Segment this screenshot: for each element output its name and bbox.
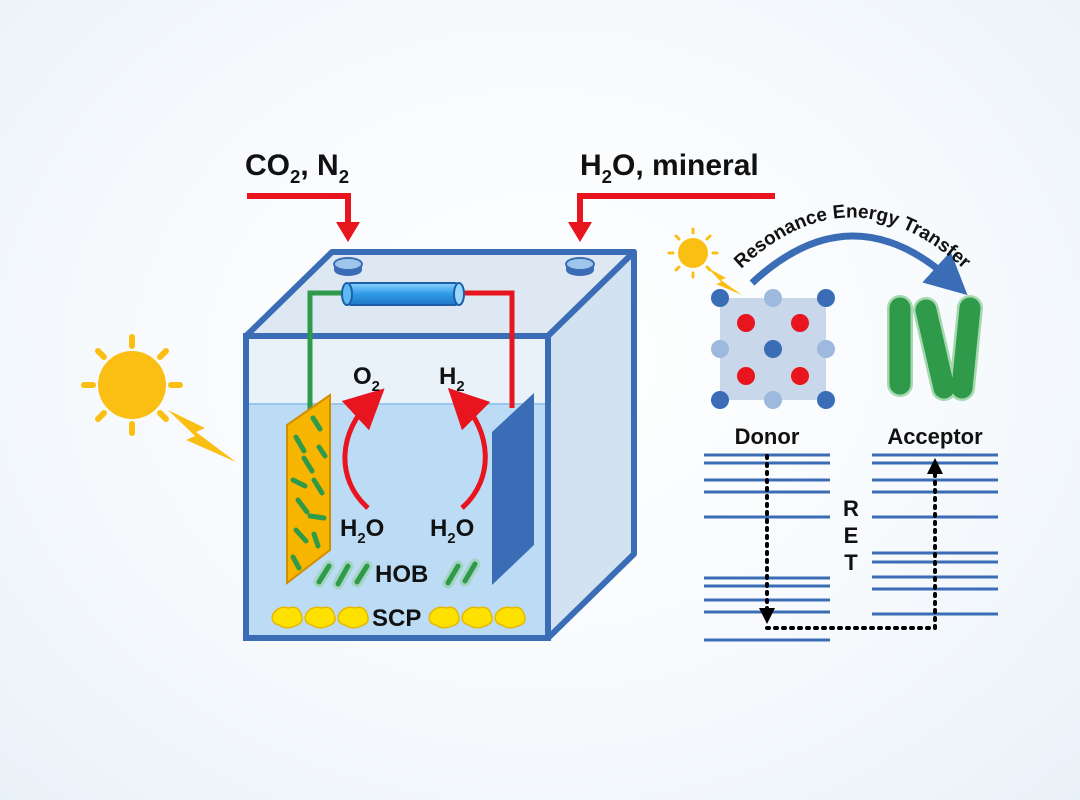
- arrow-icon: [759, 608, 775, 624]
- donor-crystal: [711, 289, 835, 409]
- cathode: [492, 393, 534, 585]
- label-hob: HOB: [375, 561, 428, 588]
- ret-letter-e: E: [844, 523, 859, 548]
- lightning-icon: [168, 410, 236, 462]
- port-right: [565, 257, 595, 276]
- input-arrow-left: [247, 193, 360, 242]
- scp-particles: [271, 606, 526, 629]
- label-scp: SCP: [372, 605, 421, 632]
- ret-transfer-path: [765, 454, 937, 630]
- ret-letter-t: T: [844, 550, 858, 575]
- label-acceptor: Acceptor: [887, 424, 983, 449]
- external-load: [341, 282, 465, 306]
- arrow-icon: [341, 388, 385, 510]
- acceptor-rods: [887, 295, 983, 401]
- arrow-icon: [447, 387, 491, 510]
- arrow-icon: [927, 458, 943, 474]
- wire-green: [307, 290, 347, 410]
- acceptor-energy-levels: [872, 453, 998, 616]
- sun-icon: [667, 227, 719, 279]
- label-o2: O2: [353, 363, 380, 395]
- label-water-right: H2O: [430, 515, 474, 547]
- label-h2: H2: [439, 363, 465, 395]
- port-left: [333, 257, 363, 276]
- input-label-co2-n2: CO2, N2: [245, 149, 349, 187]
- sun-icon: [81, 334, 183, 436]
- input-arrow-right: [568, 193, 775, 242]
- input-label-water-mineral: H2O, mineral: [580, 149, 759, 187]
- hob-bacteria: [313, 558, 481, 590]
- wire-red: [462, 290, 515, 408]
- ret-letter-r: R: [843, 496, 859, 521]
- photoanode: [286, 393, 331, 586]
- label-water-left: H2O: [340, 515, 384, 547]
- ret-arc-arrow: [749, 232, 968, 296]
- lightning-icon: [708, 268, 742, 295]
- label-donor: Donor: [735, 424, 800, 449]
